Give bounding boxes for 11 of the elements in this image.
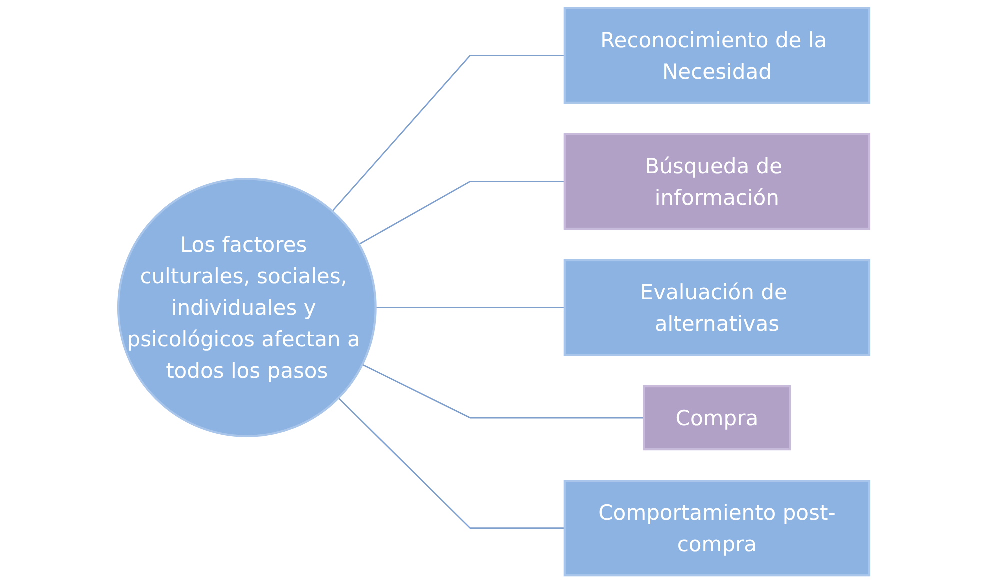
node-box: Evaluación de alternativas bbox=[564, 259, 871, 356]
connector bbox=[362, 364, 644, 419]
connector bbox=[376, 307, 565, 308]
connector bbox=[338, 398, 565, 530]
connector bbox=[358, 181, 565, 246]
connector bbox=[332, 54, 565, 212]
node-box: Búsqueda de información bbox=[564, 133, 871, 230]
node-box: Reconocimiento de la Necesidad bbox=[564, 7, 871, 104]
node-box: Comportamiento post-compra bbox=[564, 480, 871, 577]
node-circle: Los factores culturales, sociales, individuales y psicológicos afectan a todos los pasos bbox=[117, 178, 377, 438]
node-box: Compra bbox=[643, 385, 792, 451]
